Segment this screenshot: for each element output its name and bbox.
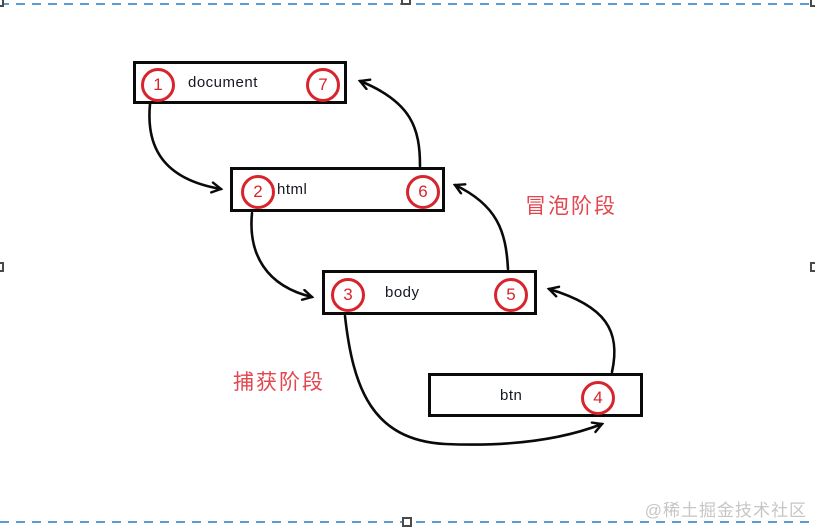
step-badge-3: 3 — [331, 278, 365, 312]
step-badge-2: 2 — [241, 175, 275, 209]
selection-handle-top-left[interactable] — [0, 0, 4, 7]
node-label-html: html — [277, 181, 308, 198]
capture-phase-label: 捕获阶段 — [233, 371, 325, 394]
node-btn: btn 4 — [428, 373, 643, 417]
bubble-phase-label: 冒泡阶段 — [525, 195, 617, 218]
juejin-watermark: @稀土掘金技术社区 — [644, 501, 807, 520]
selection-handle-right-middle[interactable] — [810, 262, 815, 272]
arrow-btn-to-body — [549, 289, 616, 374]
node-document: 1 document 7 — [133, 61, 347, 104]
arrow-html-to-body — [250, 211, 312, 297]
node-label-body: body — [385, 284, 420, 301]
selection-handle-top-middle[interactable] — [401, 0, 411, 5]
step-badge-5: 5 — [494, 278, 528, 312]
step-badge-1: 1 — [141, 68, 175, 102]
node-html: 2 html 6 — [230, 167, 445, 212]
step-badge-7: 7 — [306, 68, 340, 102]
arrow-body-to-btn — [343, 314, 602, 446]
node-label-btn: btn — [500, 386, 523, 404]
step-badge-6: 6 — [406, 175, 440, 209]
selection-handle-bottom-middle[interactable] — [402, 517, 412, 527]
selection-handle-left-middle[interactable] — [0, 262, 4, 272]
node-label-document: document — [188, 74, 258, 91]
arrow-document-to-html — [148, 102, 221, 189]
node-body: 3 body 5 — [322, 270, 537, 315]
arrow-body-to-html — [455, 185, 510, 271]
arrow-html-to-document — [360, 81, 422, 168]
step-badge-4: 4 — [581, 381, 615, 415]
selection-handle-top-right[interactable] — [810, 0, 815, 7]
